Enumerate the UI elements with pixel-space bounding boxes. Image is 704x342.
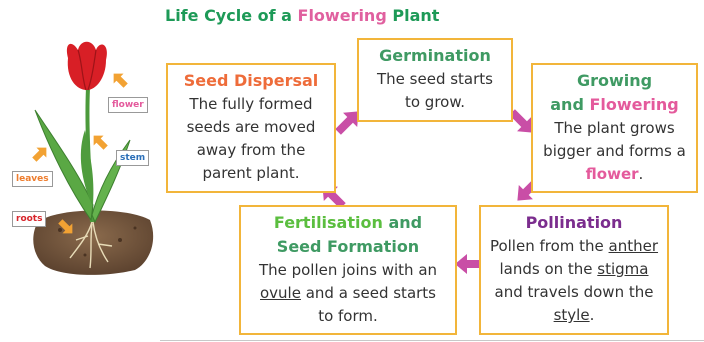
growing-heading-line2: and Flowering <box>533 93 696 117</box>
fertilisation-heading-line1: Fertilisation and <box>241 211 455 235</box>
seed-dispersal-text: The fully formed seeds are moved away fr… <box>168 93 334 185</box>
growing-text-flower: flower <box>586 165 639 183</box>
label-flower: flower <box>108 97 148 113</box>
stage-growing-flowering: Growing and Flowering The plant grows bi… <box>531 63 698 193</box>
germination-heading: Germination <box>359 44 511 68</box>
growing-heading-line1: Growing <box>533 69 696 93</box>
pollination-stigma: stigma <box>597 260 648 278</box>
stage-germination: Germination The seed starts to grow. <box>357 38 513 122</box>
label-leaves: leaves <box>12 171 53 187</box>
pollination-text-4: . <box>590 306 595 324</box>
pollination-heading: Pollination <box>481 211 667 235</box>
fertilisation-text: The pollen joins with an ovule and a see… <box>241 259 455 328</box>
growing-heading-and: and <box>550 95 589 114</box>
stage-fertilisation: Fertilisation and Seed Formation The pol… <box>239 205 457 335</box>
growing-heading-flowering: Flowering <box>589 95 678 114</box>
pollination-text-2: lands on the <box>499 260 597 278</box>
tulip-flower <box>67 42 107 90</box>
fertilisation-text-1: The pollen joins with an <box>259 261 437 279</box>
label-roots: roots <box>12 211 46 227</box>
pollination-anther: anther <box>609 237 658 255</box>
leaves-pointer-arrow <box>29 143 51 165</box>
label-stem: stem <box>116 150 149 166</box>
flower-pointer-arrow <box>109 69 131 91</box>
fertilisation-heading-and: and <box>383 213 422 232</box>
fertilisation-heading-line2: Seed Formation <box>241 235 455 259</box>
growing-text-main: The plant grows bigger and forms a <box>543 119 686 160</box>
fertilisation-heading-a: Fertilisation <box>274 213 383 232</box>
germination-text: The seed starts to grow. <box>359 68 511 114</box>
pollination-style: style <box>554 306 590 324</box>
stage-seed-dispersal: Seed Dispersal The fully formed seeds ar… <box>166 63 336 193</box>
fertilisation-text-2: and a seed starts to form. <box>301 284 436 325</box>
pollination-text-3: and travels down the <box>495 283 654 301</box>
pollination-text-1: Pollen from the <box>490 237 609 255</box>
pollination-text: Pollen from the anther lands on the stig… <box>481 235 667 327</box>
stage-pollination: Pollination Pollen from the anther lands… <box>479 205 669 335</box>
stem-pointer-arrow <box>89 131 111 153</box>
growing-text-end: . <box>639 165 644 183</box>
seed-dispersal-heading: Seed Dispersal <box>168 69 334 93</box>
bottom-divider <box>160 340 704 341</box>
fertilisation-ovule: ovule <box>260 284 301 302</box>
growing-text: The plant grows bigger and forms a flowe… <box>533 117 696 186</box>
